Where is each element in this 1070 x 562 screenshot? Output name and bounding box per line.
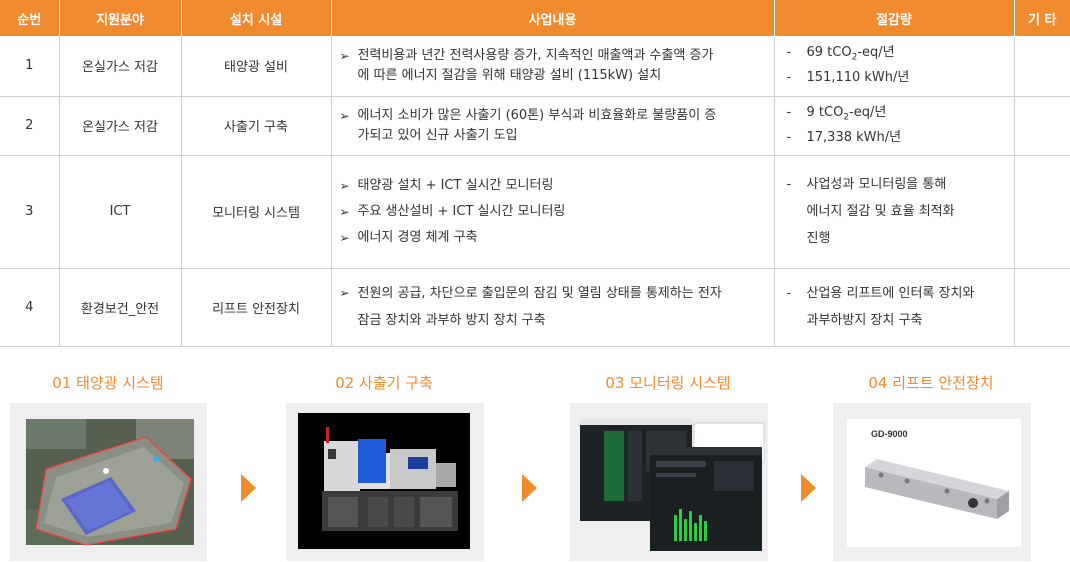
header-content: 사업내용 — [331, 0, 775, 36]
product-label: GD-9000 — [871, 429, 908, 439]
solar-aerial-photo — [26, 419, 194, 545]
header-no: 순번 — [0, 0, 60, 36]
gallery-card-monitoring — [570, 403, 768, 561]
gallery-title-lift: 04 리프트 안전장치 — [868, 374, 994, 392]
row-field: 온실가스 저감 — [59, 36, 182, 97]
table-header-row: 순번 지원분야 설치 시설 사업내용 절감량 기 타 — [0, 0, 1070, 36]
row-etc — [1014, 96, 1070, 156]
bullet-arrow-icon: ➢ — [339, 178, 350, 193]
arrow-right-icon — [801, 474, 816, 502]
header-etc: 기 타 — [1014, 0, 1070, 36]
table-row: 2 온실가스 저감 사출기 구축 ➢ 에너지 소비가 많은 사출기 (60톤) … — [0, 96, 1070, 156]
arrow-right-icon — [241, 474, 256, 502]
bullet-arrow-icon: ➢ — [339, 48, 350, 63]
lift-lock-photo: GD-9000 — [847, 419, 1021, 547]
gallery-card-injection — [286, 403, 484, 561]
bullet-arrow-icon: ➢ — [339, 108, 350, 123]
row-no: 3 — [0, 155, 60, 269]
row-facility: 사출기 구축 — [181, 96, 332, 156]
image-gallery: 01 태양광 시스템 02 사출기 구축 — [0, 368, 1070, 562]
gallery-card-solar — [10, 403, 207, 561]
row-savings: -사업성과 모니터링을 통해 에너지 절감 및 효율 최적화 진행 — [774, 155, 1015, 269]
gallery-title-solar: 01 태양광 시스템 — [52, 374, 164, 392]
row-etc — [1014, 268, 1070, 347]
row-field: ICT — [59, 155, 182, 269]
row-savings: -산업용 리프트에 인터록 장치와 과부하방지 장치 구축 — [774, 268, 1015, 347]
row-savings: -9 tCO2-eq/년 -17,338 kWh/년 — [774, 96, 1015, 156]
bullet-arrow-icon: ➢ — [339, 204, 350, 219]
row-facility: 모니터링 시스템 — [181, 155, 332, 269]
row-etc — [1014, 36, 1070, 97]
gallery-title-monitoring: 03 모니터링 시스템 — [605, 374, 731, 392]
row-field: 온실가스 저감 — [59, 96, 182, 156]
table-row: 1 온실가스 저감 태양광 설비 ➢ 전력비용과 년간 전력사용량 증가, 지속… — [0, 36, 1070, 97]
row-facility: 태양광 설비 — [181, 36, 332, 97]
gallery-title-injection: 02 사출기 구축 — [335, 374, 433, 392]
row-facility: 리프트 안전장치 — [181, 268, 332, 347]
project-table: 순번 지원분야 설치 시설 사업내용 절감량 기 타 1 온실가스 저감 태양광… — [0, 0, 1070, 347]
arrow-right-icon — [522, 474, 537, 502]
gallery-card-lift: GD-9000 — [833, 403, 1031, 561]
row-no: 4 — [0, 268, 60, 347]
table-row: 4 환경보건_안전 리프트 안전장치 ➢ 전원의 공급, 차단으로 출입문의 잠… — [0, 268, 1070, 347]
table-row: 3 ICT 모니터링 시스템 ➢태양광 설치 + ICT 실시간 모니터링 ➢주… — [0, 155, 1070, 269]
header-savings: 절감량 — [774, 0, 1015, 36]
row-content: ➢태양광 설치 + ICT 실시간 모니터링 ➢주요 생산설비 + ICT 실시… — [331, 155, 775, 269]
bullet-arrow-icon: ➢ — [339, 230, 350, 245]
row-savings: -69 tCO2-eq/년 -151,110 kWh/년 — [774, 36, 1015, 97]
bullet-arrow-icon: ➢ — [339, 286, 350, 300]
injection-machine-photo — [298, 413, 470, 549]
header-facility: 설치 시설 — [181, 0, 332, 36]
row-no: 1 — [0, 36, 60, 97]
row-no: 2 — [0, 96, 60, 156]
monitoring-screens-photo — [574, 415, 766, 553]
row-field: 환경보건_안전 — [59, 268, 182, 347]
header-field: 지원분야 — [59, 0, 182, 36]
row-etc — [1014, 155, 1070, 269]
